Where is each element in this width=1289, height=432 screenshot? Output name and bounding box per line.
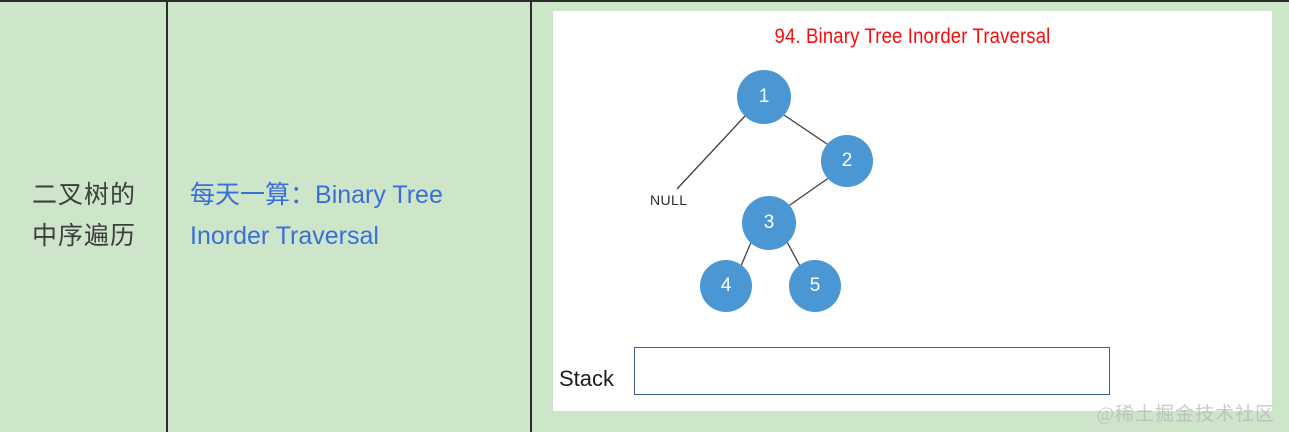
watermark: @稀土掘金技术社区 [1096,404,1275,425]
tree-node-1[interactable]: 1 [737,70,791,124]
topic-label: 二叉树的 中序遍历 [31,182,136,250]
article-link-prefix: 每天一算： [190,182,316,209]
tree-node-2-label: 2 [841,150,853,171]
table-cell-article-link[interactable]: 每天一算：Binary Tree Inorder Traversal [168,0,530,432]
article-link-title: Binary Tree Inorder Traversal [190,181,443,250]
tree-edge-n2-n3 [786,176,831,208]
article-link-text[interactable]: 每天一算：Binary Tree Inorder Traversal [168,175,530,257]
illustration-panel: 94. Binary Tree Inorder Traversal 1 2 3 … [553,11,1272,411]
tree-node-4[interactable]: 4 [700,260,752,312]
table-top-border [0,0,1289,2]
tree-node-5[interactable]: 5 [789,260,841,312]
tree-node-3[interactable]: 3 [742,196,796,250]
column-divider-1 [166,0,168,432]
null-child-label: NULL [650,192,688,208]
binary-tree-diagram: 1 2 3 4 5 NULL [553,11,1272,341]
stack-label: Stack [559,366,615,391]
tree-edge-n1-null [676,115,746,190]
column-divider-2 [530,0,532,432]
tree-node-2[interactable]: 2 [821,135,873,187]
stack-container[interactable] [634,347,1110,395]
tree-edge-n3-n5 [785,239,801,267]
tree-node-1-label: 1 [758,86,770,107]
table-cell-topic: 二叉树的 中序遍历 [2,0,166,432]
tree-edge-n1-n2 [783,114,831,147]
tree-node-3-label: 3 [763,212,775,233]
tree-edge-n3-n4 [740,239,753,267]
table-cell-illustration: 94. Binary Tree Inorder Traversal 1 2 3 … [532,0,1289,432]
tree-edges-svg [676,114,831,267]
tree-node-5-label: 5 [809,275,821,296]
tree-node-4-label: 4 [720,275,732,296]
figure-title: 94. Binary Tree Inorder Traversal [774,25,1051,48]
